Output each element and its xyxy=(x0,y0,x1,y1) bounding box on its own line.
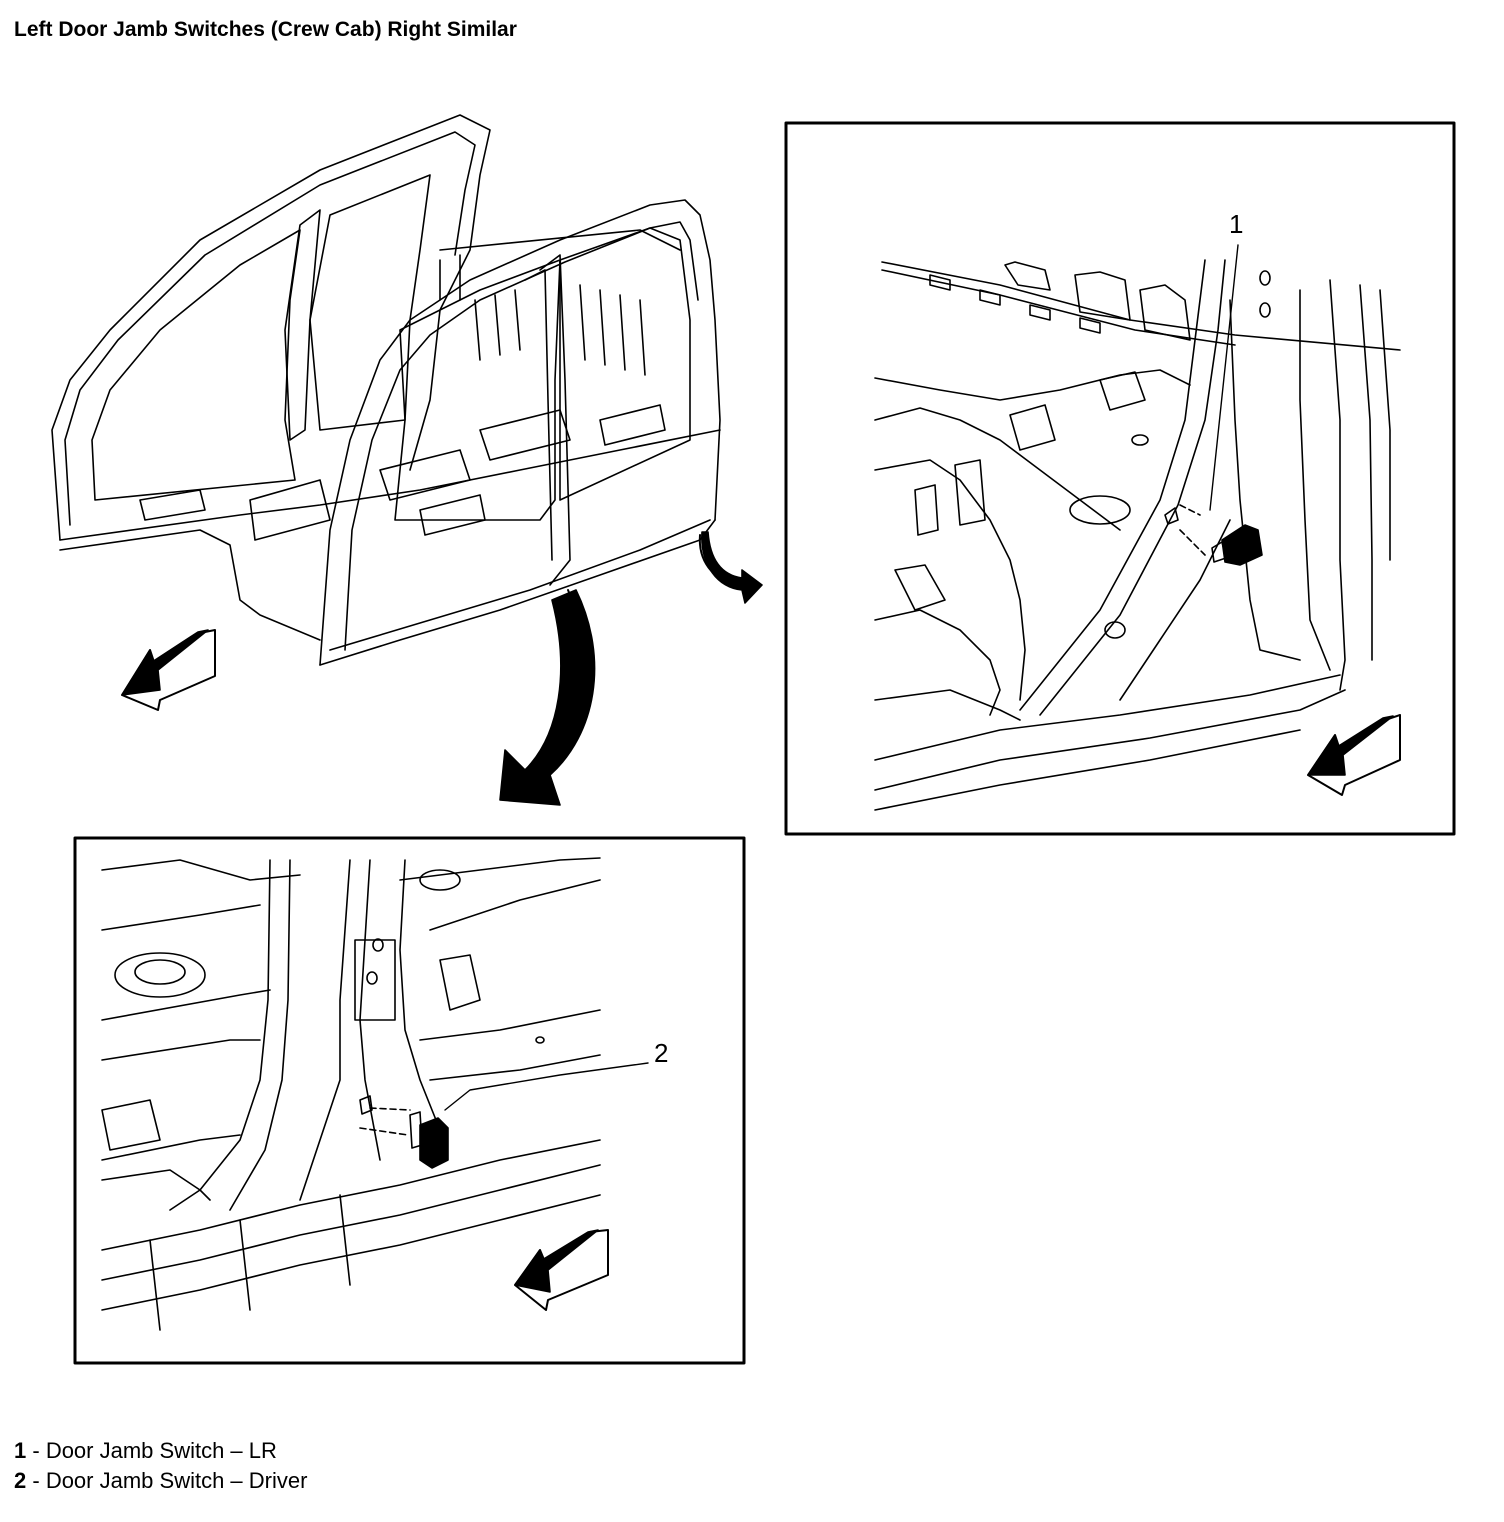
legend-number: 2 xyxy=(14,1468,27,1493)
legend-number: 1 xyxy=(14,1438,27,1463)
legend-text: Door Jamb Switch – LR xyxy=(45,1438,277,1463)
callout-1: 1 xyxy=(1229,209,1243,239)
parts-legend: 1 - Door Jamb Switch – LR 2 - Door Jamb … xyxy=(14,1436,307,1496)
legend-text: Door Jamb Switch – Driver xyxy=(45,1468,308,1493)
front-direction-arrow-overview xyxy=(121,629,216,711)
legend-separator: - xyxy=(26,1438,46,1463)
arrow-to-lr-inset xyxy=(698,531,763,604)
inset-lr-door-jamb xyxy=(784,121,1456,836)
legend-item-1: 1 - Door Jamb Switch – LR xyxy=(14,1436,307,1466)
arrow-to-driver-inset xyxy=(499,589,596,806)
inset-driver-door-jamb xyxy=(73,836,746,1365)
diagram-title: Left Door Jamb Switches (Crew Cab) Right… xyxy=(14,18,517,41)
legend-item-2: 2 - Door Jamb Switch – Driver xyxy=(14,1466,307,1496)
legend-separator: - xyxy=(26,1468,46,1493)
cab-body-overview xyxy=(51,114,721,666)
callout-2: 2 xyxy=(654,1038,668,1068)
